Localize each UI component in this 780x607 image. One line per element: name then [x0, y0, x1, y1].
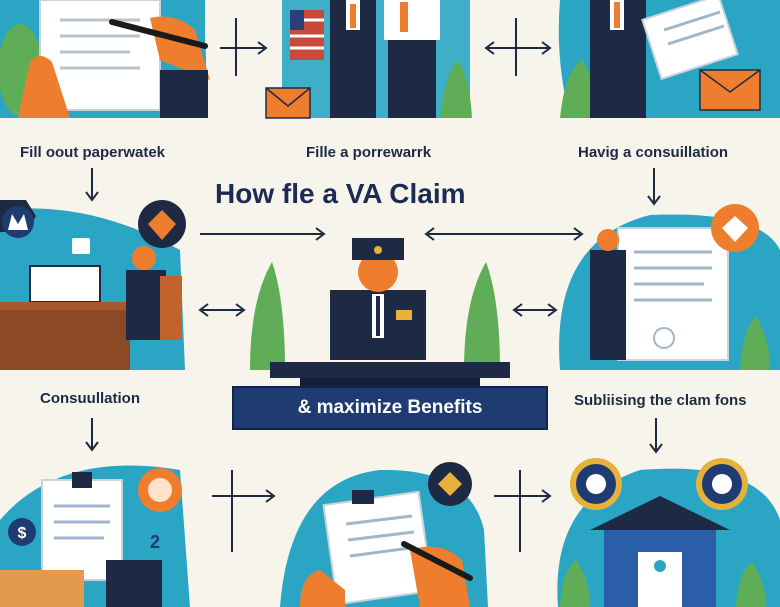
trash-bin-icon	[106, 560, 162, 607]
box	[0, 570, 84, 607]
mid-left-panel	[0, 200, 186, 370]
dollar-badge-icon	[8, 518, 36, 546]
hand-icon	[410, 546, 470, 607]
chair	[160, 276, 182, 340]
envelope-icon	[265, 87, 311, 119]
chat-bubble-icon	[72, 238, 90, 254]
building-roof	[590, 496, 730, 530]
number-badge-text: 2	[150, 532, 160, 552]
desk-top	[270, 362, 510, 378]
top-left-panel	[0, 0, 210, 118]
hand-icon	[18, 56, 70, 118]
person-at-desk	[126, 270, 166, 340]
benefits-banner: & maximize Benefits	[232, 386, 548, 430]
shield-badge-icon	[2, 206, 34, 238]
mid-right-panel	[559, 204, 780, 370]
page-title: How fle a VA Claim	[215, 178, 466, 209]
monitor-icon	[29, 265, 101, 303]
step-label-fill-paperwork: Fill oout paperwatek	[20, 144, 166, 161]
step-label-submitting-claim-forms: Subliising the clam fons	[574, 392, 747, 409]
flow-arrows	[85, 18, 663, 552]
pen-icon	[109, 19, 208, 49]
desk	[0, 302, 130, 370]
top-center-panel	[265, 0, 472, 119]
seal-icon	[653, 327, 675, 349]
bottom-center-panel	[280, 462, 488, 607]
center-panel	[250, 238, 510, 386]
bottom-right-panel	[557, 458, 780, 607]
pen-icon	[401, 541, 473, 581]
dollar-badge-text: $	[18, 525, 27, 542]
top-right-panel	[558, 0, 780, 118]
official-right	[384, 0, 440, 40]
bottom-left-panel: $ 2	[0, 465, 190, 607]
step-label-file-paperwork: Fille a porrewarrk	[306, 144, 432, 161]
step-label-consultation: Consuullation	[40, 390, 140, 407]
official	[590, 250, 626, 360]
benefits-banner-text: & maximize Benefits	[297, 397, 483, 418]
hand-icon	[300, 570, 345, 607]
step-label-having-consultation: Havig a consuillation	[578, 144, 729, 161]
